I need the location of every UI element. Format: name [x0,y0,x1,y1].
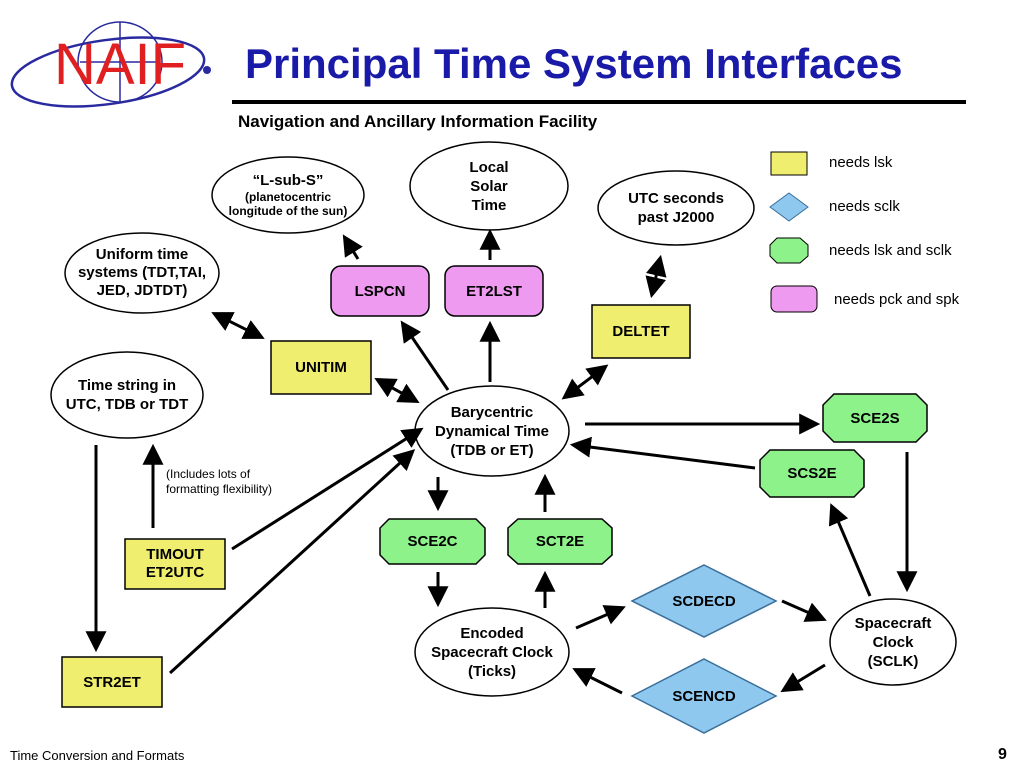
arrow-deltet-utcsec [645,254,667,299]
node-sclk-line2: Clock [872,633,914,651]
node-lsubs-line1: “L-sub-S” [252,172,324,189]
arrow-lspcn-to-lsubs [342,234,363,260]
node-tdb-line1: Barycentric [450,403,534,421]
node-deltet-label: DELTET [612,323,670,340]
node-et2lst-box [444,265,544,317]
legend-label-sclk: needs sclk [829,198,900,215]
node-et2lst-label: ET2LST [466,282,522,300]
logo-orbit-ring [10,36,206,108]
node-utcsec-label: UTC seconds past J2000 [598,186,754,230]
node-lspcn-box [330,265,430,317]
node-lst-line3: Time [471,196,507,214]
node-ticks-label: Encoded Spacecraft Clock (Ticks) [415,623,569,681]
node-str2et-label: STR2ET [83,673,141,691]
logo-dot [203,66,211,74]
node-lsubs-ellipse [211,156,365,234]
node-ticks-line3: (Ticks) [467,662,517,680]
arrow-str2et-to-tdb [168,449,416,675]
node-lst-label: Local Solar Time [410,156,568,216]
arrow-ticks-to-scdecd [575,605,626,630]
node-ticks-line1: Encoded [460,624,524,642]
node-deltet-box [591,304,691,359]
arrow-sclk-to-scencd [780,663,826,693]
node-tdb-label: Barycentric Dynamical Time (TDB or ET) [415,402,569,460]
node-lsubs-label: “L-sub-S” (planetocentric longitude of t… [212,166,364,224]
arrow-uniform-unitim [211,312,265,339]
node-sce2c-octagon [379,518,486,565]
node-sclk-line3: (SCLK) [867,652,919,670]
node-timout-line2: ET2UTC [145,564,205,581]
node-scdecd-diamond [630,564,778,638]
node-lst-line1: Local [469,158,509,176]
node-sclk-ellipse [829,598,957,686]
arrow-sclk-to-scs2e [828,503,872,597]
node-sclk-label: Spacecraft Clock (SCLK) [830,613,956,671]
page-title: Principal Time System Interfaces [245,40,903,87]
node-utc-seconds-ellipse [597,170,755,246]
legend-octagon-swatch [769,237,809,264]
node-timestr-line1: Time string in [77,377,177,394]
node-uniform-line2: systems (TDT,TAI, [77,264,207,281]
arrow-scdecd-to-sclk [781,599,827,622]
legend-diamond-swatch [769,192,809,222]
connector-arrows [85,228,918,695]
page-number: 9 [998,746,1007,763]
node-sct2e-label: SCT2E [535,533,585,550]
node-scencd-label: SCENCD [672,687,736,705]
node-encoded-sclk-ellipse [414,607,570,697]
node-unitim-box [270,340,372,395]
node-timestr-line2: UTC, TDB or TDT [65,396,189,413]
node-scs2e-octagon [759,449,865,498]
node-scencd-diamond [630,658,778,734]
legend-label-lsk-sclk: needs lsk and sclk [829,242,952,259]
node-timout-label: TIMOUT ET2UTC [125,539,225,589]
node-tdb-line2: Dynamical Time [435,422,549,440]
node-lsubs-line2: (planetocentric [244,190,331,204]
node-timout-line1: TIMOUT [146,546,204,563]
formatting-note-line2: formatting flexibility) [166,482,273,496]
arrow-scencd-to-ticks [572,668,623,695]
node-sclk-line1: Spacecraft [854,614,932,632]
node-uniform-label: Uniform time systems (TDT,TAI, JED, JDTD… [62,244,222,302]
node-scs2e-label: SCS2E [787,465,837,482]
page-subtitle: Navigation and Ancillary Information Fac… [238,112,598,131]
logo-wordmark: NAIF [54,32,186,97]
node-uniform-line3: JED, JDTDT) [96,282,188,299]
node-str2et-box [61,656,163,708]
node-tdb-line3: (TDB or ET) [450,441,534,459]
legend-rectangle-swatch [770,151,808,176]
node-time-string-ellipse [50,351,204,439]
node-lspcn-label: LSPCN [354,282,406,300]
legend-label-pck-spk: needs pck and spk [834,291,960,308]
node-timestr-label: Time string in UTC, TDB or TDT [51,373,203,417]
naif-logo: NAIF [10,21,211,108]
node-utcsec-line2: past J2000 [637,209,715,226]
arrow-scs2e-to-tdb [569,436,756,470]
node-timout-box [124,538,226,590]
legend-label-lsk: needs lsk [829,154,893,171]
node-lst-line2: Solar [470,177,508,195]
arrow-tdb-to-lspcn [400,320,450,391]
node-ticks-line2: Spacecraft Clock [431,643,553,661]
node-sce2s-octagon [822,393,928,443]
node-scdecd-label: SCDECD [672,592,736,610]
footer-title: Time Conversion and Formats [10,748,185,763]
legend-rounded-swatch [770,285,818,313]
arrow-unitim-tdb [374,377,420,404]
node-uniform-time-ellipse [64,232,220,314]
formatting-note: (Includes lots of formatting flexibility… [166,467,272,497]
node-uniform-line1: Uniform time [95,246,189,263]
node-sce2s-label: SCE2S [850,409,900,427]
formatting-note-line1: (Includes lots of [166,467,251,481]
node-sce2c-label: SCE2C [407,533,458,550]
node-lsubs-line3: longitude of the sun) [228,204,348,218]
arrow-tdb-deltet [561,364,609,400]
node-unitim-label: UNITIM [295,359,347,376]
arrow-tdb-to-timout [231,427,424,551]
node-utcsec-line1: UTC seconds [628,190,724,207]
node-sct2e-octagon [507,518,613,565]
